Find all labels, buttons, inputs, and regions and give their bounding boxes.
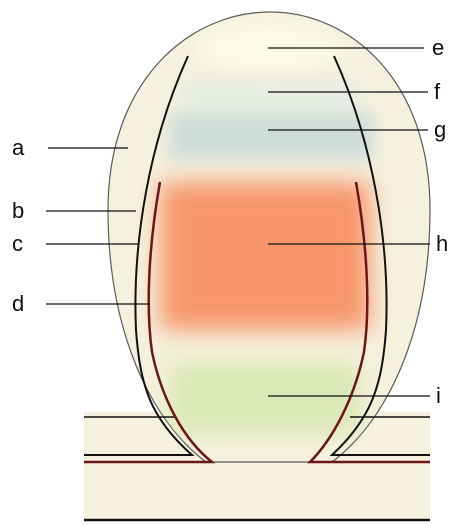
zone-f (180, 78, 360, 114)
label-d: d (12, 291, 24, 316)
internal-zones (160, 24, 374, 434)
label-g: g (434, 117, 446, 142)
zone-i (170, 362, 360, 434)
label-i: i (436, 383, 441, 408)
zone-g (168, 112, 374, 160)
label-b: b (12, 198, 24, 223)
label-e: e (432, 35, 444, 60)
zone-h (160, 182, 370, 330)
label-a: a (12, 135, 25, 160)
label-f: f (434, 79, 441, 104)
label-c: c (12, 231, 23, 256)
label-h: h (436, 231, 448, 256)
